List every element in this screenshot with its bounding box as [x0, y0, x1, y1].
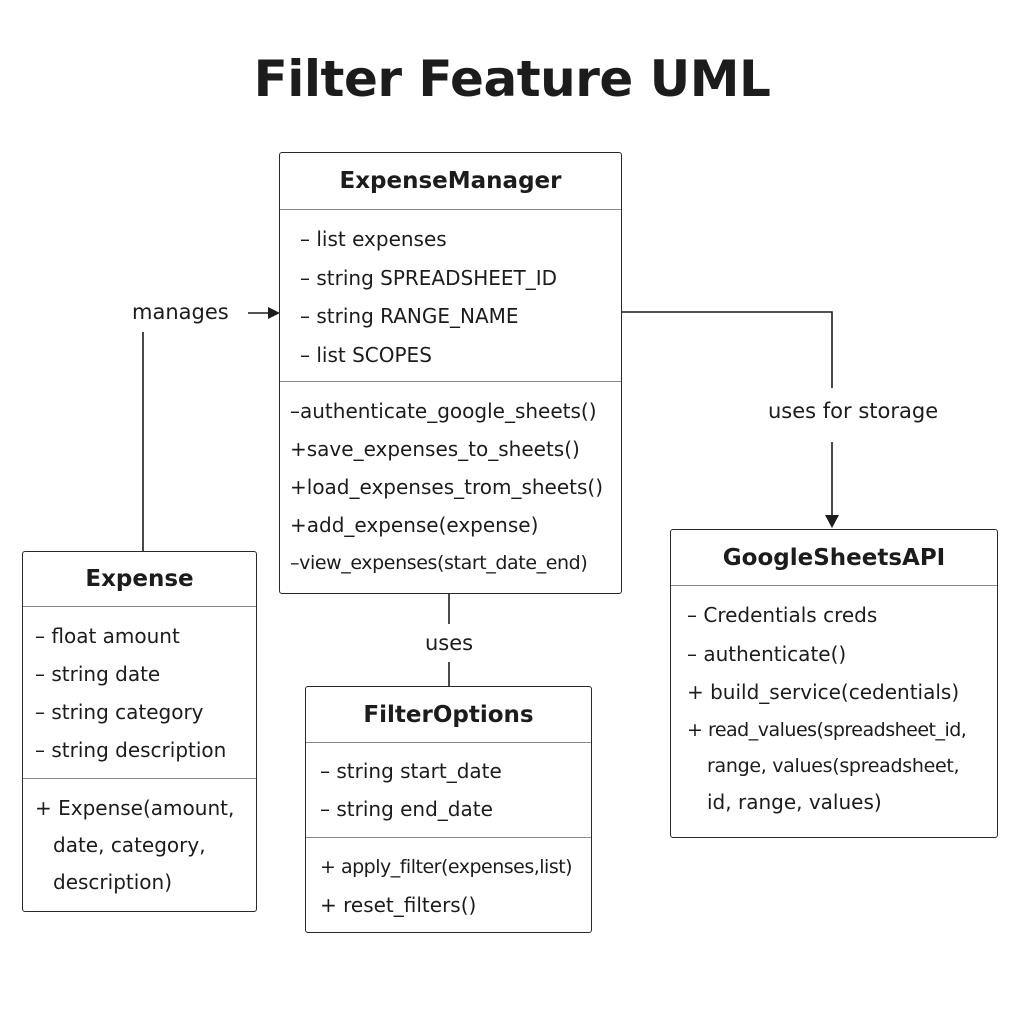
- method-row: + reset_filters(): [320, 893, 477, 917]
- methods-section: + apply_filter(expenses,list) + reset_fi…: [306, 838, 591, 924]
- attribute-row: – string category: [35, 700, 204, 724]
- method-row: description): [53, 869, 173, 894]
- method-row: +load_expenses_trom_sheets(): [290, 475, 604, 499]
- class-name: Expense: [23, 552, 256, 607]
- storage-line-top: [621, 311, 833, 388]
- class-filter-options: FilterOptions – string start_date – stri…: [305, 686, 592, 933]
- member-row: + read_values(spreadsheet_id,: [687, 718, 967, 741]
- class-expense-manager: ExpenseManager – list expenses – string …: [279, 152, 622, 594]
- attribute-row: – string start_date: [320, 759, 502, 783]
- members-section: – Credentials creds – authenticate() + b…: [671, 586, 997, 820]
- method-row: +add_expense(expense): [290, 513, 539, 537]
- attribute-row: – string SPREADSHEET_ID: [300, 265, 558, 290]
- attribute-row: – string date: [35, 662, 161, 686]
- class-name: ExpenseManager: [280, 153, 621, 210]
- attribute-row: – string RANGE_NAME: [300, 304, 519, 329]
- method-row: + Expense(amount,: [35, 795, 235, 820]
- attribute-row: – string end_date: [320, 797, 493, 821]
- relation-label-manages: manages: [132, 300, 229, 324]
- class-expense: Expense – float amount – string date – s…: [22, 551, 257, 912]
- attribute-row: – list SCOPES: [300, 342, 432, 367]
- member-row: – authenticate(): [687, 641, 847, 666]
- attribute-row: – list expenses: [300, 227, 447, 252]
- attributes-section: – list expenses – string SPREADSHEET_ID …: [280, 210, 621, 382]
- attribute-row: – float amount: [35, 624, 180, 648]
- attributes-section: – float amount – string date – string ca…: [23, 607, 256, 779]
- methods-section: –authenticate_google_sheets() +save_expe…: [280, 382, 621, 582]
- storage-arrowhead: [825, 515, 839, 528]
- method-row: date, category,: [53, 832, 206, 857]
- attribute-row: – string description: [35, 738, 227, 762]
- class-google-sheets-api: GoogleSheetsAPI – Credentials creds – au…: [670, 529, 998, 838]
- method-row: + apply_filter(expenses,list): [320, 856, 573, 878]
- method-row: –view_expenses(start_date_end): [290, 552, 588, 574]
- method-row: +save_expenses_to_sheets(): [290, 437, 580, 461]
- class-name: GoogleSheetsAPI: [671, 530, 997, 586]
- member-row: – Credentials creds: [687, 603, 878, 628]
- member-row: range, values(spreadsheet,: [707, 754, 960, 777]
- methods-section: + Expense(amount, date, category, descri…: [23, 779, 256, 900]
- relation-label-uses: uses: [425, 631, 474, 655]
- relation-label-uses-for-storage: uses for storage: [768, 399, 939, 423]
- attributes-section: – string start_date – string end_date: [306, 743, 591, 838]
- member-row: + build_service(cedentials): [687, 680, 960, 705]
- member-row: id, range, values): [707, 789, 882, 814]
- manages-arrowhead: [268, 307, 280, 319]
- class-name: FilterOptions: [306, 687, 591, 743]
- diagram-title: Filter Feature UML: [253, 50, 771, 108]
- method-row: –authenticate_google_sheets(): [290, 399, 597, 423]
